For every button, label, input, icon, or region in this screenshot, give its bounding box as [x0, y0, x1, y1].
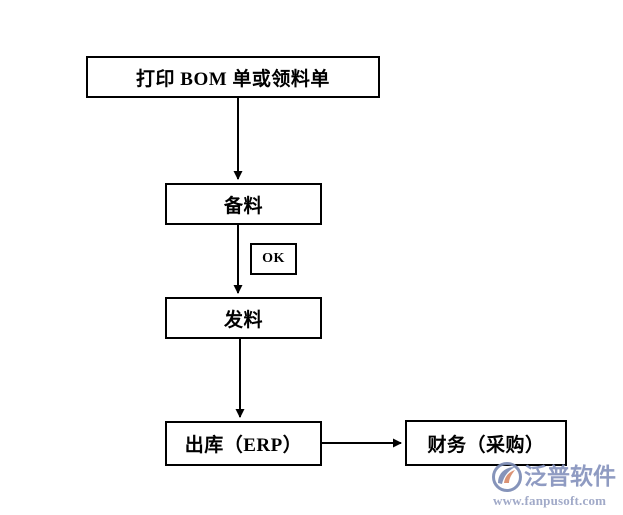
node-finance-purchasing[interactable]: 财务（采购） [405, 420, 567, 466]
watermark-url-text: www.fanpusoft.com [493, 493, 607, 508]
node-print-bom-or-requisition[interactable]: 打印 BOM 单或领料单 [86, 56, 380, 98]
node-issue-label: 发料 [223, 309, 263, 331]
node-print-label: 打印 BOM 单或领料单 [136, 68, 330, 90]
node-stock-out-erp[interactable]: 出库（ERP） [165, 421, 322, 466]
node-prepare-label: 备料 [223, 195, 263, 217]
edge-label-ok[interactable]: OK [250, 243, 297, 275]
watermark-brand-text: 泛普软件 [524, 463, 616, 490]
node-stock-out-label: 出库（ERP） [184, 435, 303, 456]
edge-label-ok-text: OK [262, 251, 285, 266]
watermark: 泛普软件 www.fanpusoft.com [492, 462, 623, 512]
fanpusoft-logo-icon [492, 462, 522, 492]
watermark-brand-row: 泛普软件 [492, 462, 623, 492]
node-finance-label: 财务（采购） [427, 434, 545, 456]
node-prepare-material[interactable]: 备料 [165, 183, 322, 225]
node-issue-material[interactable]: 发料 [165, 297, 322, 339]
